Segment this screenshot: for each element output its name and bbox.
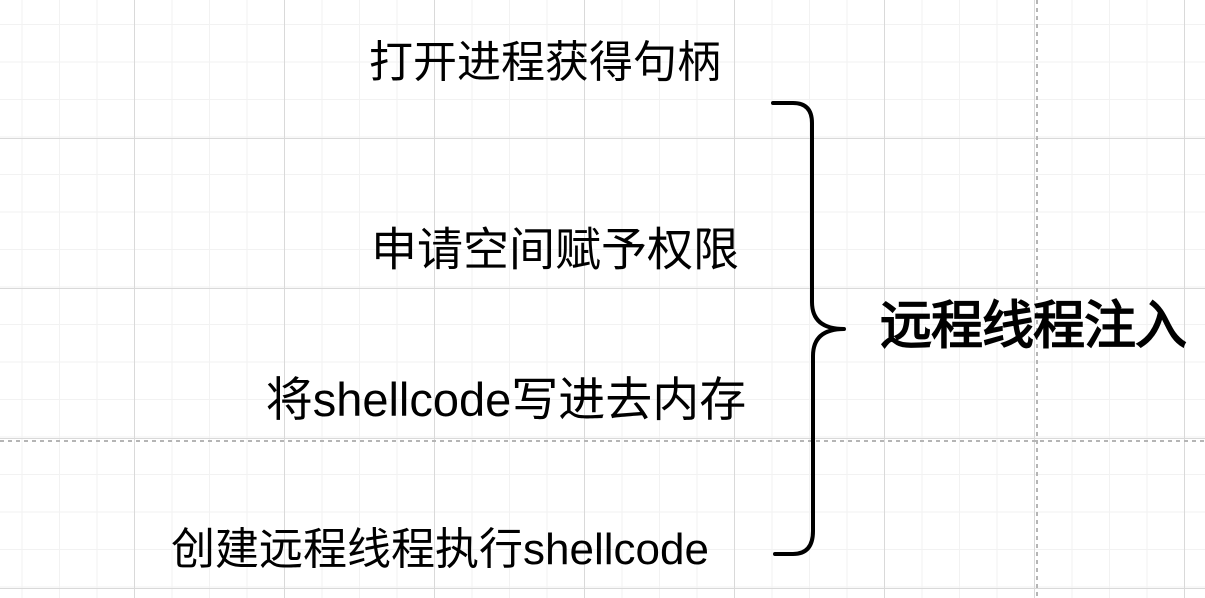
curly-brace-path <box>771 101 846 556</box>
page-boundary-vertical <box>1036 0 1038 598</box>
diagram-title[interactable]: 远程线程注入 <box>879 297 1187 356</box>
step-node-alloc-memory[interactable]: 申请空间赋予权限 <box>371 223 739 276</box>
step-node-write-shellcode[interactable]: 将shellcode写进去内存 <box>265 373 747 427</box>
page-boundary-horizontal <box>0 440 1205 442</box>
step-node-create-remote-thread[interactable]: 创建远程线程执行shellcode <box>171 524 709 574</box>
step-node-open-process[interactable]: 打开进程获得句柄 <box>369 37 721 87</box>
curly-brace-shape[interactable] <box>760 90 860 570</box>
